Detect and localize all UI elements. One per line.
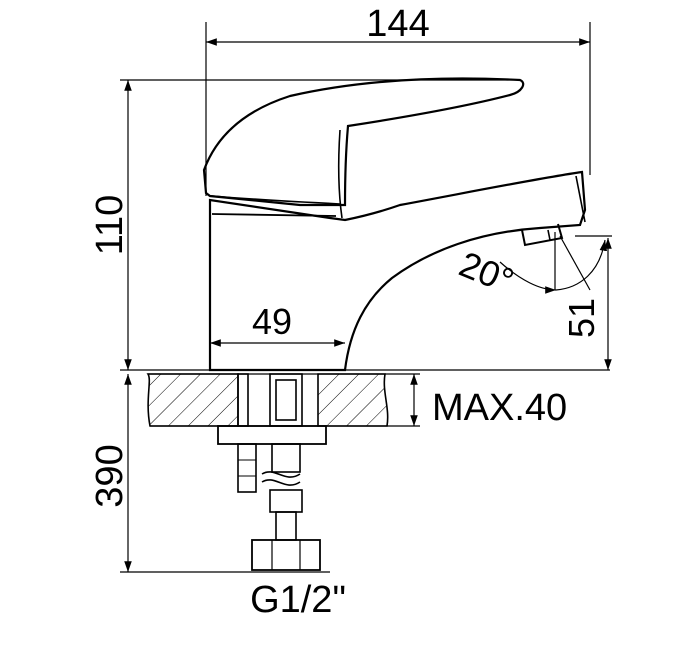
deck-left [146,373,239,427]
dimension-base-width: 49 [210,301,345,347]
deck-right [317,373,389,427]
mounting-hardware [217,373,327,571]
dimension-spout: 20° 51 [454,232,612,370]
dimension-height-body: 110 [89,79,520,370]
dimension-label-51: 51 [561,298,602,338]
dimension-label-49: 49 [252,301,292,342]
faucet-column [208,170,587,372]
connection-label: G1/2" [250,579,346,621]
dimension-label-20deg: 20° [454,243,520,301]
deck-section: MAX.40 [120,369,610,429]
dimension-label-110: 110 [89,195,131,256]
dimension-hose-length: 390 [89,374,330,573]
dimension-width-top: 144 [205,3,591,196]
dimension-label-144: 144 [366,3,429,45]
aerator-tip [521,223,564,247]
connection-nut [251,539,321,571]
dimension-label-max40: MAX.40 [432,387,567,429]
faucet-body [202,77,587,372]
lever-handle [202,77,525,207]
dimension-label-390: 390 [89,444,131,507]
